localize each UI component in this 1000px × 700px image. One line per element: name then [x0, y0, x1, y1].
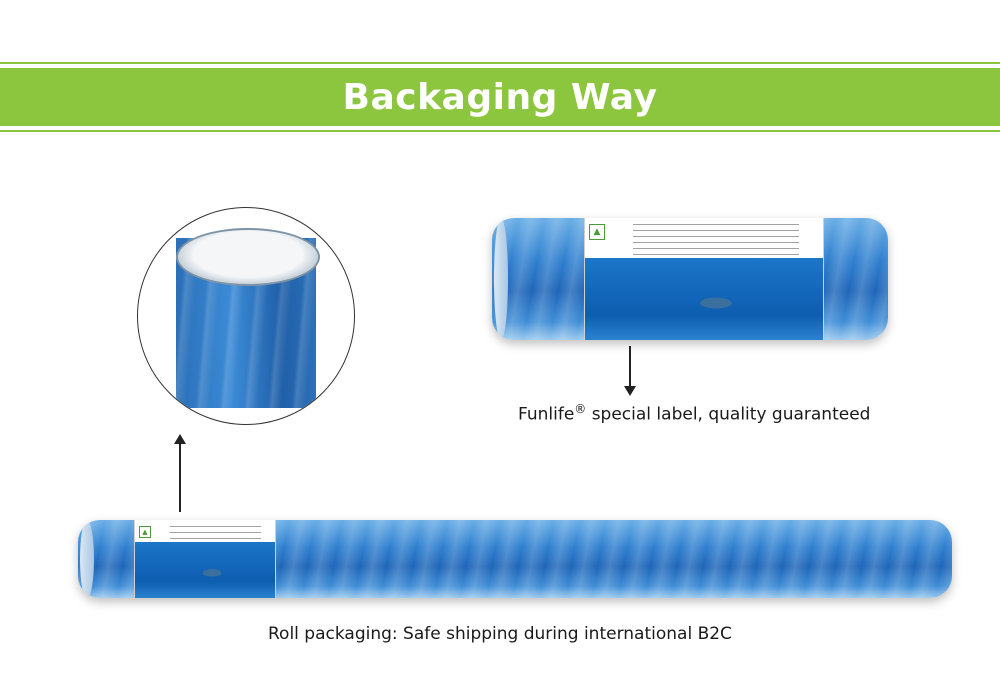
- roll-end-face: [494, 218, 508, 340]
- product-label: ▲: [584, 218, 824, 340]
- brand-logo-icon: ▲: [139, 526, 151, 538]
- label-fine-print: [632, 224, 800, 256]
- banner-bottom-rule: [0, 130, 1000, 132]
- product-label: ▲: [134, 520, 276, 598]
- brand-logo-icon: ▲: [589, 224, 605, 240]
- section-title: Backaging Way: [342, 76, 658, 118]
- roll-end-closeup: [137, 207, 355, 425]
- roll-closeup-cap: [176, 228, 320, 286]
- label-dolphin-photo: [135, 542, 275, 598]
- label-roll-image: ▲: [492, 218, 888, 340]
- full-roll-image: ▲: [78, 520, 952, 598]
- arrow-down-icon: [624, 346, 636, 396]
- arrow-up-icon: [174, 434, 186, 512]
- label-fine-print: [170, 526, 261, 547]
- roll-caption: Roll packaging: Safe shipping during int…: [268, 624, 732, 644]
- section-banner: Backaging Way: [0, 68, 1000, 126]
- label-dolphin-photo: [585, 258, 823, 340]
- roll-end-face: [80, 520, 94, 598]
- banner-top-rule: [0, 62, 1000, 64]
- label-caption: Funlife® special label, quality guarante…: [518, 402, 871, 425]
